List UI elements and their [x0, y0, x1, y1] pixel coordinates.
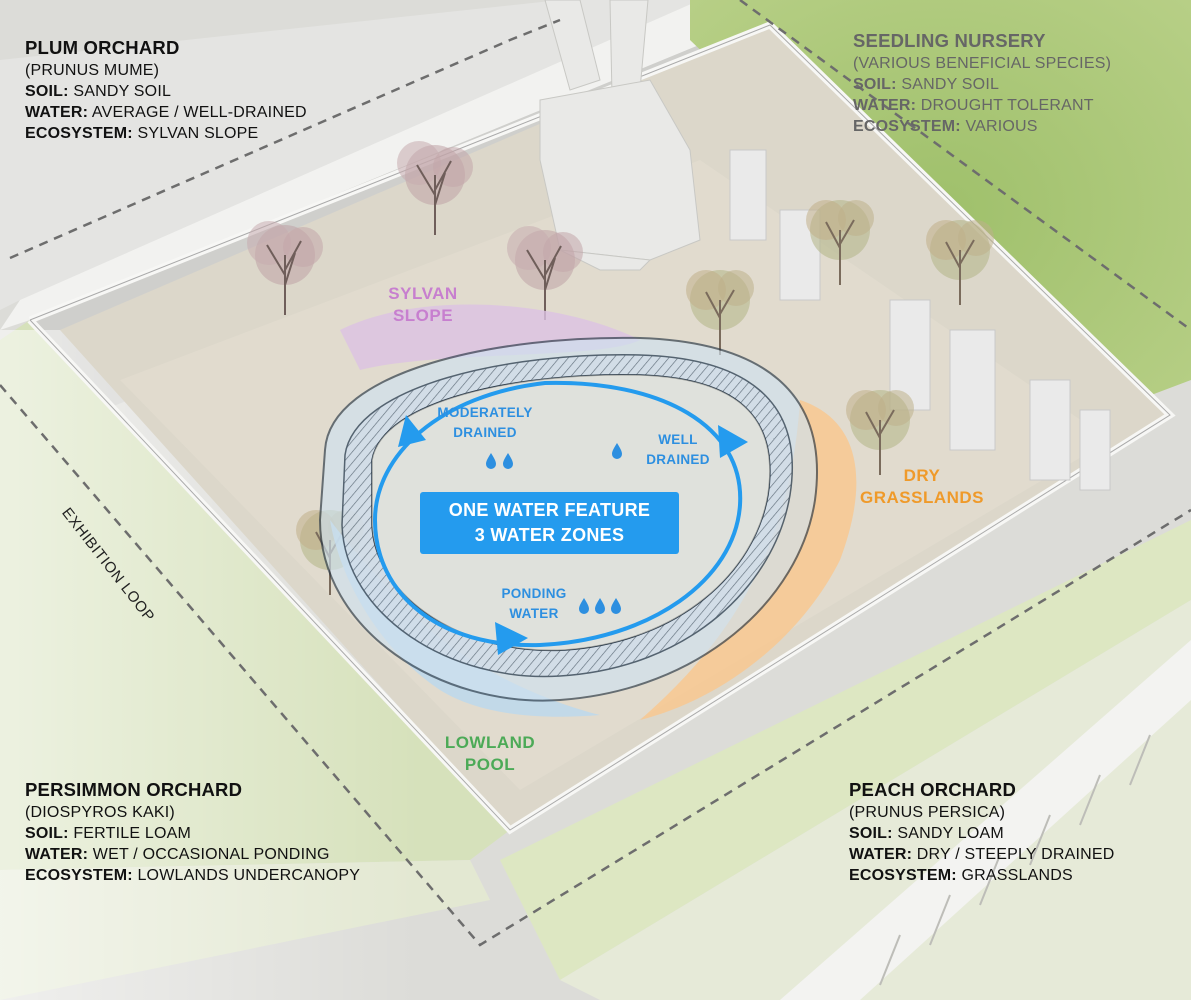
lowland-pool-label: LOWLAND POOL [430, 732, 550, 776]
ecosystem-label: ECOSYSTEM: [853, 118, 961, 135]
peach-orchard-panel: PEACH ORCHARD (PRUNUS PERSICA) SOIL: SAN… [849, 778, 1115, 886]
water-label-line: PONDING [501, 586, 567, 601]
soil-label: SOIL: [25, 825, 69, 842]
well-drained-label: WELL DRAINED [638, 430, 718, 470]
building-wall-south [780, 640, 1191, 1000]
seedling-title: SEEDLING NURSERY [853, 30, 1046, 51]
seedling-soil: SANDY SOIL [901, 76, 1000, 93]
peach-water: DRY / STEEPLY DRAINED [916, 846, 1115, 863]
persimmon-water: WET / OCCASIONAL PONDING [92, 846, 330, 863]
flow-arrow-icon [718, 425, 748, 458]
seedling-species: (VARIOUS BENEFICIAL SPECIES) [853, 55, 1112, 72]
zone-label-line: SYLVAN [388, 284, 458, 303]
plum-water: AVERAGE / WELL-DRAINED [91, 104, 307, 121]
soil-label: SOIL: [849, 825, 893, 842]
badge-line: ONE WATER FEATURE [448, 500, 651, 520]
peach-title: PEACH ORCHARD [849, 779, 1017, 800]
peach-ground [560, 600, 1191, 1000]
water-label-line: MODERATELY [437, 405, 533, 420]
zone-label-line: DRY [903, 466, 941, 485]
persimmon-title: PERSIMMON ORCHARD [25, 779, 243, 800]
soil-label: SOIL: [25, 83, 69, 100]
pavilion-screens [729, 149, 1111, 491]
sylvan-slope-label: SYLVAN SLOPE [378, 283, 468, 327]
ponding-water-label: PONDING WATER [494, 584, 574, 624]
plum-species: (PRUNUS MUME) [25, 62, 160, 79]
water-label-line: DRAINED [646, 452, 710, 467]
plum-ecosystem: SYLVAN SLOPE [137, 125, 259, 142]
plum-orchard-panel: PLUM ORCHARD (PRUNUS MUME) SOIL: SANDY S… [25, 36, 307, 144]
ecosystem-label: ECOSYSTEM: [25, 867, 133, 884]
peach-soil: SANDY LOAM [897, 825, 1004, 842]
soil-label: SOIL: [853, 76, 897, 93]
water-label: WATER: [853, 97, 917, 114]
persimmon-soil: FERTILE LOAM [73, 825, 192, 842]
zone-label-line: LOWLAND [444, 733, 536, 752]
zone-label-line: POOL [464, 755, 516, 774]
dashed-boundaries [0, 0, 1191, 947]
persimmon-ecosystem: LOWLANDS UNDERCANOPY [137, 867, 361, 884]
flow-arrow-icon [495, 622, 528, 655]
plum-soil: SANDY SOIL [73, 83, 172, 100]
peach-grass [500, 520, 1191, 980]
persimmon-orchard-panel: PERSIMMON ORCHARD (DIOSPYROS KAKI) SOIL:… [25, 778, 360, 886]
circulation-loop [372, 380, 743, 648]
persimmon-species: (DIOSPYROS KAKI) [25, 804, 175, 821]
flow-arrow-icon [398, 415, 426, 447]
water-label-line: WATER [509, 606, 559, 621]
seedling-nursery-panel: SEEDLING NURSERY (VARIOUS BENEFICIAL SPE… [853, 29, 1111, 137]
seedling-ecosystem: VARIOUS [965, 118, 1038, 135]
seedling-water: DROUGHT TOLERANT [920, 97, 1094, 114]
peach-species: (PRUNUS PERSICA) [849, 804, 1006, 821]
courtyard-edge-line [29, 24, 1171, 831]
ecosystem-label: ECOSYSTEM: [25, 125, 133, 142]
water-label-line: WELL [658, 432, 698, 447]
building-roof-north [0, 0, 700, 310]
water-label: WATER: [25, 846, 89, 863]
badge-line: 3 WATER ZONES [474, 525, 625, 545]
ecosystem-label: ECOSYSTEM: [849, 867, 957, 884]
dry-grasslands-label: DRY GRASSLANDS [842, 465, 1002, 509]
water-label: WATER: [849, 846, 913, 863]
water-feature-badge: ONE WATER FEATURE 3 WATER ZONES [420, 492, 679, 554]
moderately-drained-label: MODERATELY DRAINED [430, 403, 540, 443]
sylvan-zone-fill [340, 304, 640, 370]
water-label-line: DRAINED [453, 425, 517, 440]
peach-ecosystem: GRASSLANDS [961, 867, 1073, 884]
plum-title: PLUM ORCHARD [25, 37, 180, 58]
water-label: WATER: [25, 104, 89, 121]
zone-label-line: GRASSLANDS [859, 488, 984, 507]
building-windows [879, 734, 1151, 986]
zone-label-line: SLOPE [392, 306, 454, 325]
